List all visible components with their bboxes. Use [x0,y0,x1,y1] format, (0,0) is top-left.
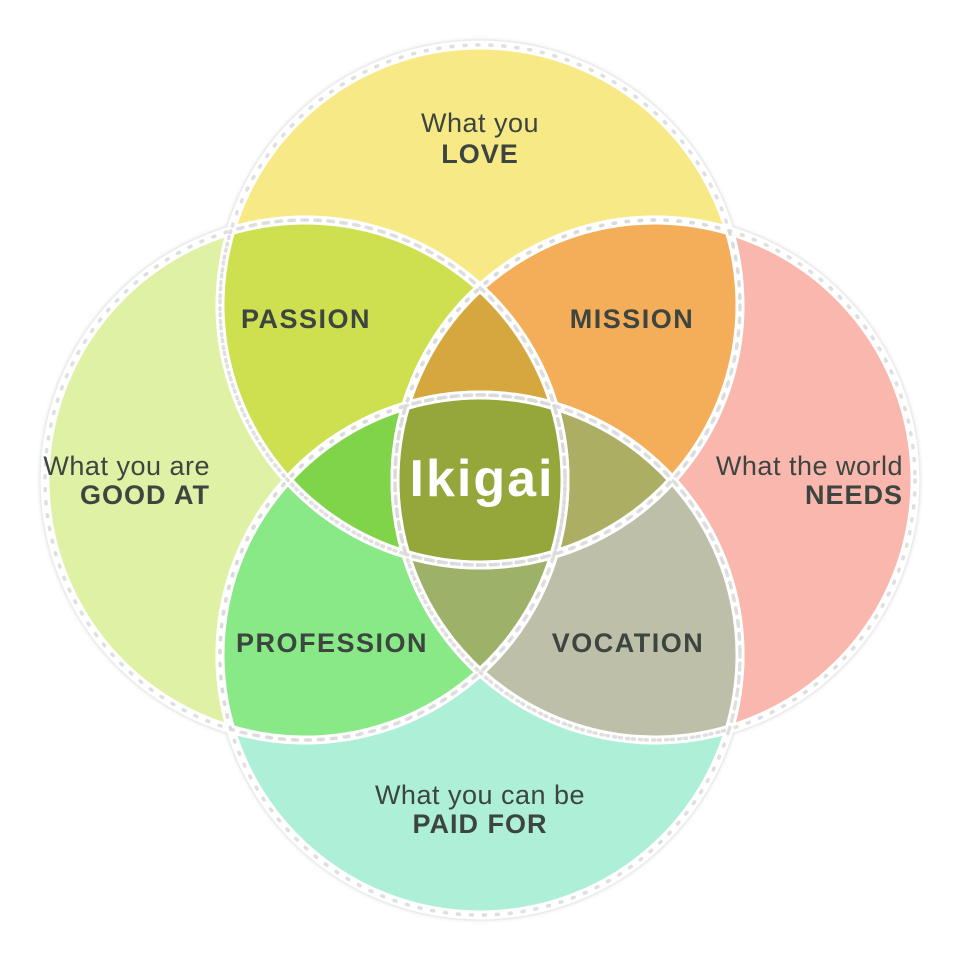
passion-label: PASSION [241,304,371,334]
labels: What you LOVE PASSION MISSION What you a… [43,108,903,839]
needs-label-line2: NEEDS [805,480,903,510]
good-at-label-line2: GOOD AT [80,480,210,510]
love-label-line2: LOVE [441,139,519,169]
love-label-line1: What you [421,108,539,138]
paid-for-label-line1: What you can be [375,780,585,810]
paid-for-label-line2: PAID FOR [413,809,548,839]
needs-label-line1: What the world [716,451,903,481]
good-at-label-line1: What you are [43,451,210,481]
mission-label: MISSION [570,304,695,334]
vocation-label: VOCATION [552,628,705,658]
ikigai-center-label: Ikigai [410,450,555,508]
profession-label: PROFESSION [236,628,428,658]
